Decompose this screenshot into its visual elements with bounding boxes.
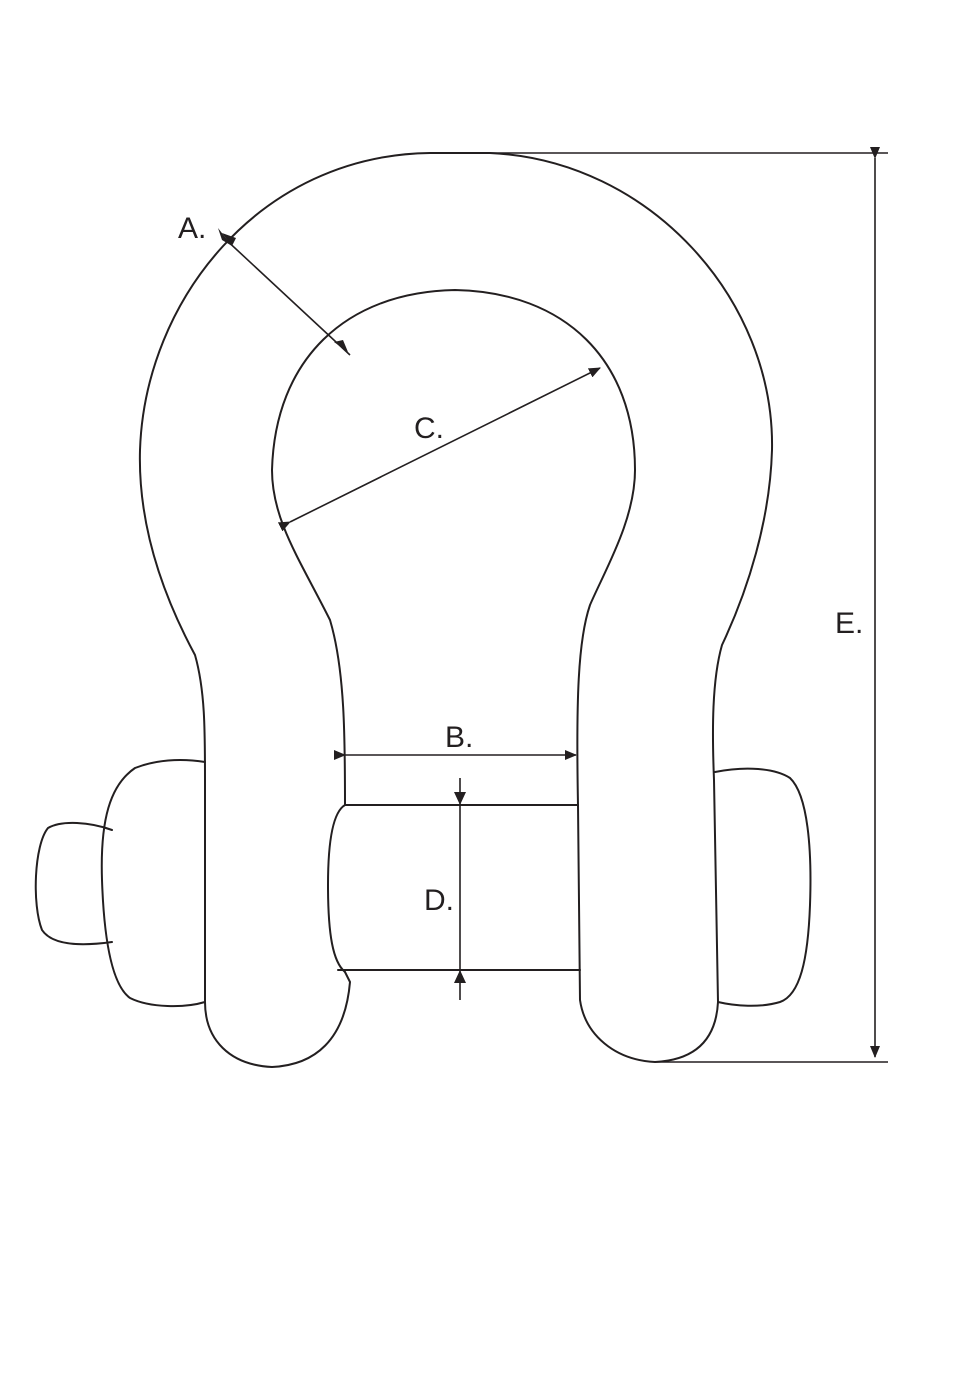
shackle-inner-opening — [271, 289, 636, 806]
dimension-d-arrow-bottom — [454, 970, 466, 983]
pin-left-cap — [327, 804, 346, 973]
shackle-outer-bow — [138, 152, 774, 1063]
label-b: B. — [445, 721, 473, 754]
label-a: A. — [178, 212, 206, 245]
right-ear — [714, 767, 812, 1007]
pin-end-knob — [34, 821, 113, 946]
dimension-d-arrow-top — [454, 792, 466, 805]
dimension-a-arrow-outer — [218, 228, 236, 246]
shackle-left-leg — [204, 779, 351, 1068]
label-e: E. — [835, 607, 863, 640]
dimension-c-line — [277, 367, 601, 532]
label-d: D. — [424, 884, 454, 917]
dimension-a-line — [221, 235, 351, 356]
left-ear — [100, 759, 206, 1008]
dimension-a-arrow-inner — [334, 340, 348, 352]
label-c: C. — [414, 412, 444, 445]
